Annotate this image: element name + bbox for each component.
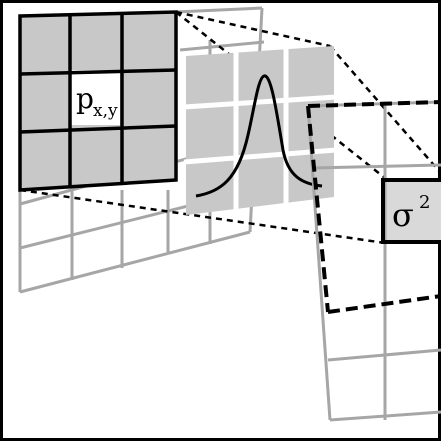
output-value-label: σ: [392, 196, 414, 234]
kernel-fill: [186, 46, 334, 215]
gaussian-kernel: [183, 44, 337, 215]
output-image-grid: σ 2: [306, 100, 441, 422]
center-pixel-cell: [70, 70, 120, 125]
input-window: p x,y: [18, 10, 178, 192]
input-pixel-label: p: [76, 82, 94, 115]
output-cell-fill: [383, 180, 441, 242]
input-pixel-subscript: x,y: [93, 101, 118, 121]
output-cell-border: [381, 178, 441, 244]
output-neighborhood-boundary: [306, 100, 441, 314]
output-value-superscript: 2: [419, 192, 430, 213]
gaussian-bell-curve-icon: [195, 74, 323, 198]
